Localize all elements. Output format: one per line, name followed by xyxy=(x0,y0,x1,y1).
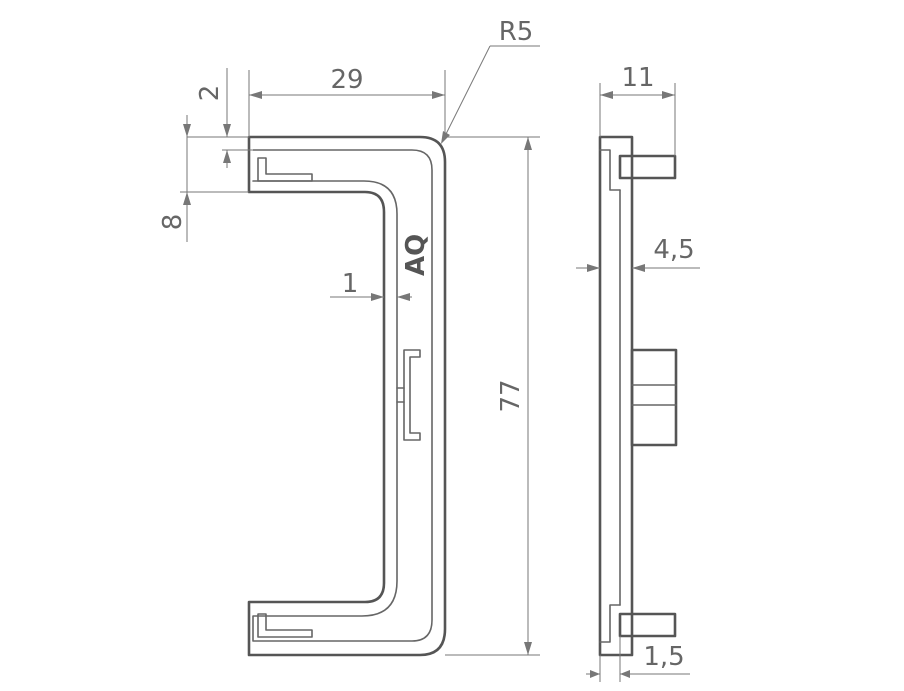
side-top-step xyxy=(599,149,621,191)
front-view: AQ xyxy=(247,135,447,657)
side-top-pin xyxy=(618,154,677,180)
middle-latch xyxy=(403,349,421,441)
dim-label-1: 1 xyxy=(342,269,359,299)
profile-outer-contour xyxy=(247,135,447,657)
dim-label-77: 77 xyxy=(496,379,526,412)
dim-label-8: 8 xyxy=(158,214,188,231)
side-view xyxy=(598,135,678,657)
dim-label-29: 29 xyxy=(330,65,363,95)
side-plate xyxy=(598,135,634,657)
profile-inner-contour xyxy=(252,149,433,642)
dim-label-11: 11 xyxy=(621,63,654,93)
dim-label-1-5: 1,5 xyxy=(643,642,684,672)
dim-label-4-5: 4,5 xyxy=(653,235,694,265)
top-clip xyxy=(257,157,313,182)
side-middle-block xyxy=(630,348,678,447)
side-bottom-pin xyxy=(618,612,677,638)
side-bottom-step xyxy=(599,604,621,643)
front-dimensions: 29 2 8 1 R5 77 xyxy=(158,17,540,656)
dim-label-r5: R5 xyxy=(499,17,534,47)
leader-r5 xyxy=(441,45,491,143)
aq-logo: AQ xyxy=(401,234,431,276)
bottom-clip xyxy=(257,613,313,638)
side-dimensions: 11 4,5 1,5 xyxy=(576,63,700,682)
dim-label-2: 2 xyxy=(195,85,225,102)
